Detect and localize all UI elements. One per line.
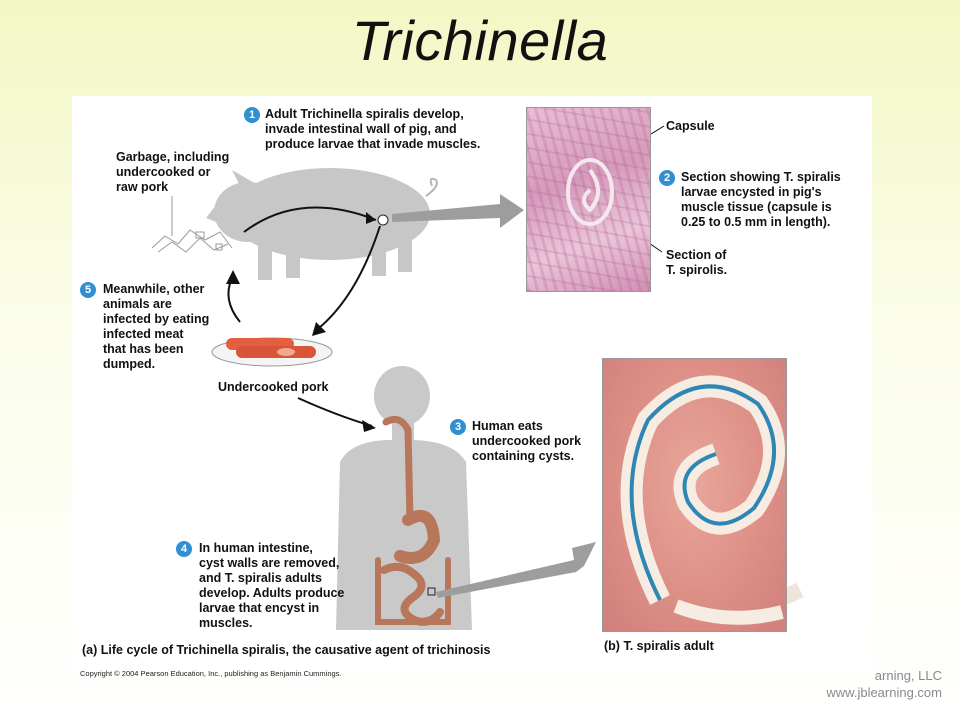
- section-of-label: Section of T. spirolis.: [666, 248, 728, 277]
- pig-muscle-marker: [377, 214, 389, 226]
- cycle-arrow-pig: [243, 206, 377, 233]
- step-1-text: Adult Trichinella spiralis develop, inva…: [265, 107, 481, 151]
- step-4-text: In human intestine, cyst walls are remov…: [199, 541, 345, 630]
- caption-a-text: Life cycle of Trichinella spiralis, the …: [100, 643, 491, 657]
- human-illustration: [336, 366, 472, 630]
- garbage-pile-illustration: [151, 196, 233, 253]
- undercooked-pork-label: Undercooked pork: [218, 380, 329, 394]
- step-5-text: Meanwhile, other animals are infected by…: [103, 282, 210, 371]
- larva-coil-overlay: [566, 158, 614, 226]
- adult-worm-coil-overlay: [620, 375, 786, 625]
- pig-muscle-micrograph: [526, 107, 651, 292]
- step-badge-4: 4: [176, 541, 192, 557]
- step-2-text: Section showing T. spiralis larvae encys…: [681, 170, 841, 229]
- caption-b-prefix: (b): [604, 639, 620, 653]
- brand-line-1: arning, LLC: [874, 668, 942, 683]
- step-badge-2: 2: [659, 170, 675, 186]
- brand-line-2: www.jblearning.com: [826, 685, 942, 700]
- pork-plate-illustration: [211, 337, 333, 367]
- caption-a: (a) Life cycle of Trichinella spiralis, …: [82, 643, 490, 657]
- cycle-arrow-to-pork: [313, 225, 381, 333]
- caption-b: (b) T. spiralis adult: [604, 639, 714, 653]
- caption-a-prefix: (a): [82, 643, 98, 657]
- enlarge-arrow-b: [436, 542, 596, 598]
- step-3-text: Human eats undercooked pork containing c…: [472, 419, 582, 463]
- enlarge-arrow-a: [392, 194, 524, 228]
- garbage-label: Garbage, including undercooked or raw po…: [116, 150, 230, 194]
- intestine-marker: [427, 587, 436, 596]
- pig-illustration: [206, 168, 438, 280]
- step-badge-3: 3: [450, 419, 466, 435]
- step-badge-1: 1: [244, 107, 260, 123]
- caption-b-text: T. spiralis adult: [623, 639, 714, 653]
- capsule-label: Capsule: [666, 119, 715, 133]
- slide-title: Trichinella: [351, 9, 609, 72]
- copyright-notice: Copyright © 2004 Pearson Education, Inc.…: [80, 669, 342, 678]
- step-badge-5: 5: [80, 282, 96, 298]
